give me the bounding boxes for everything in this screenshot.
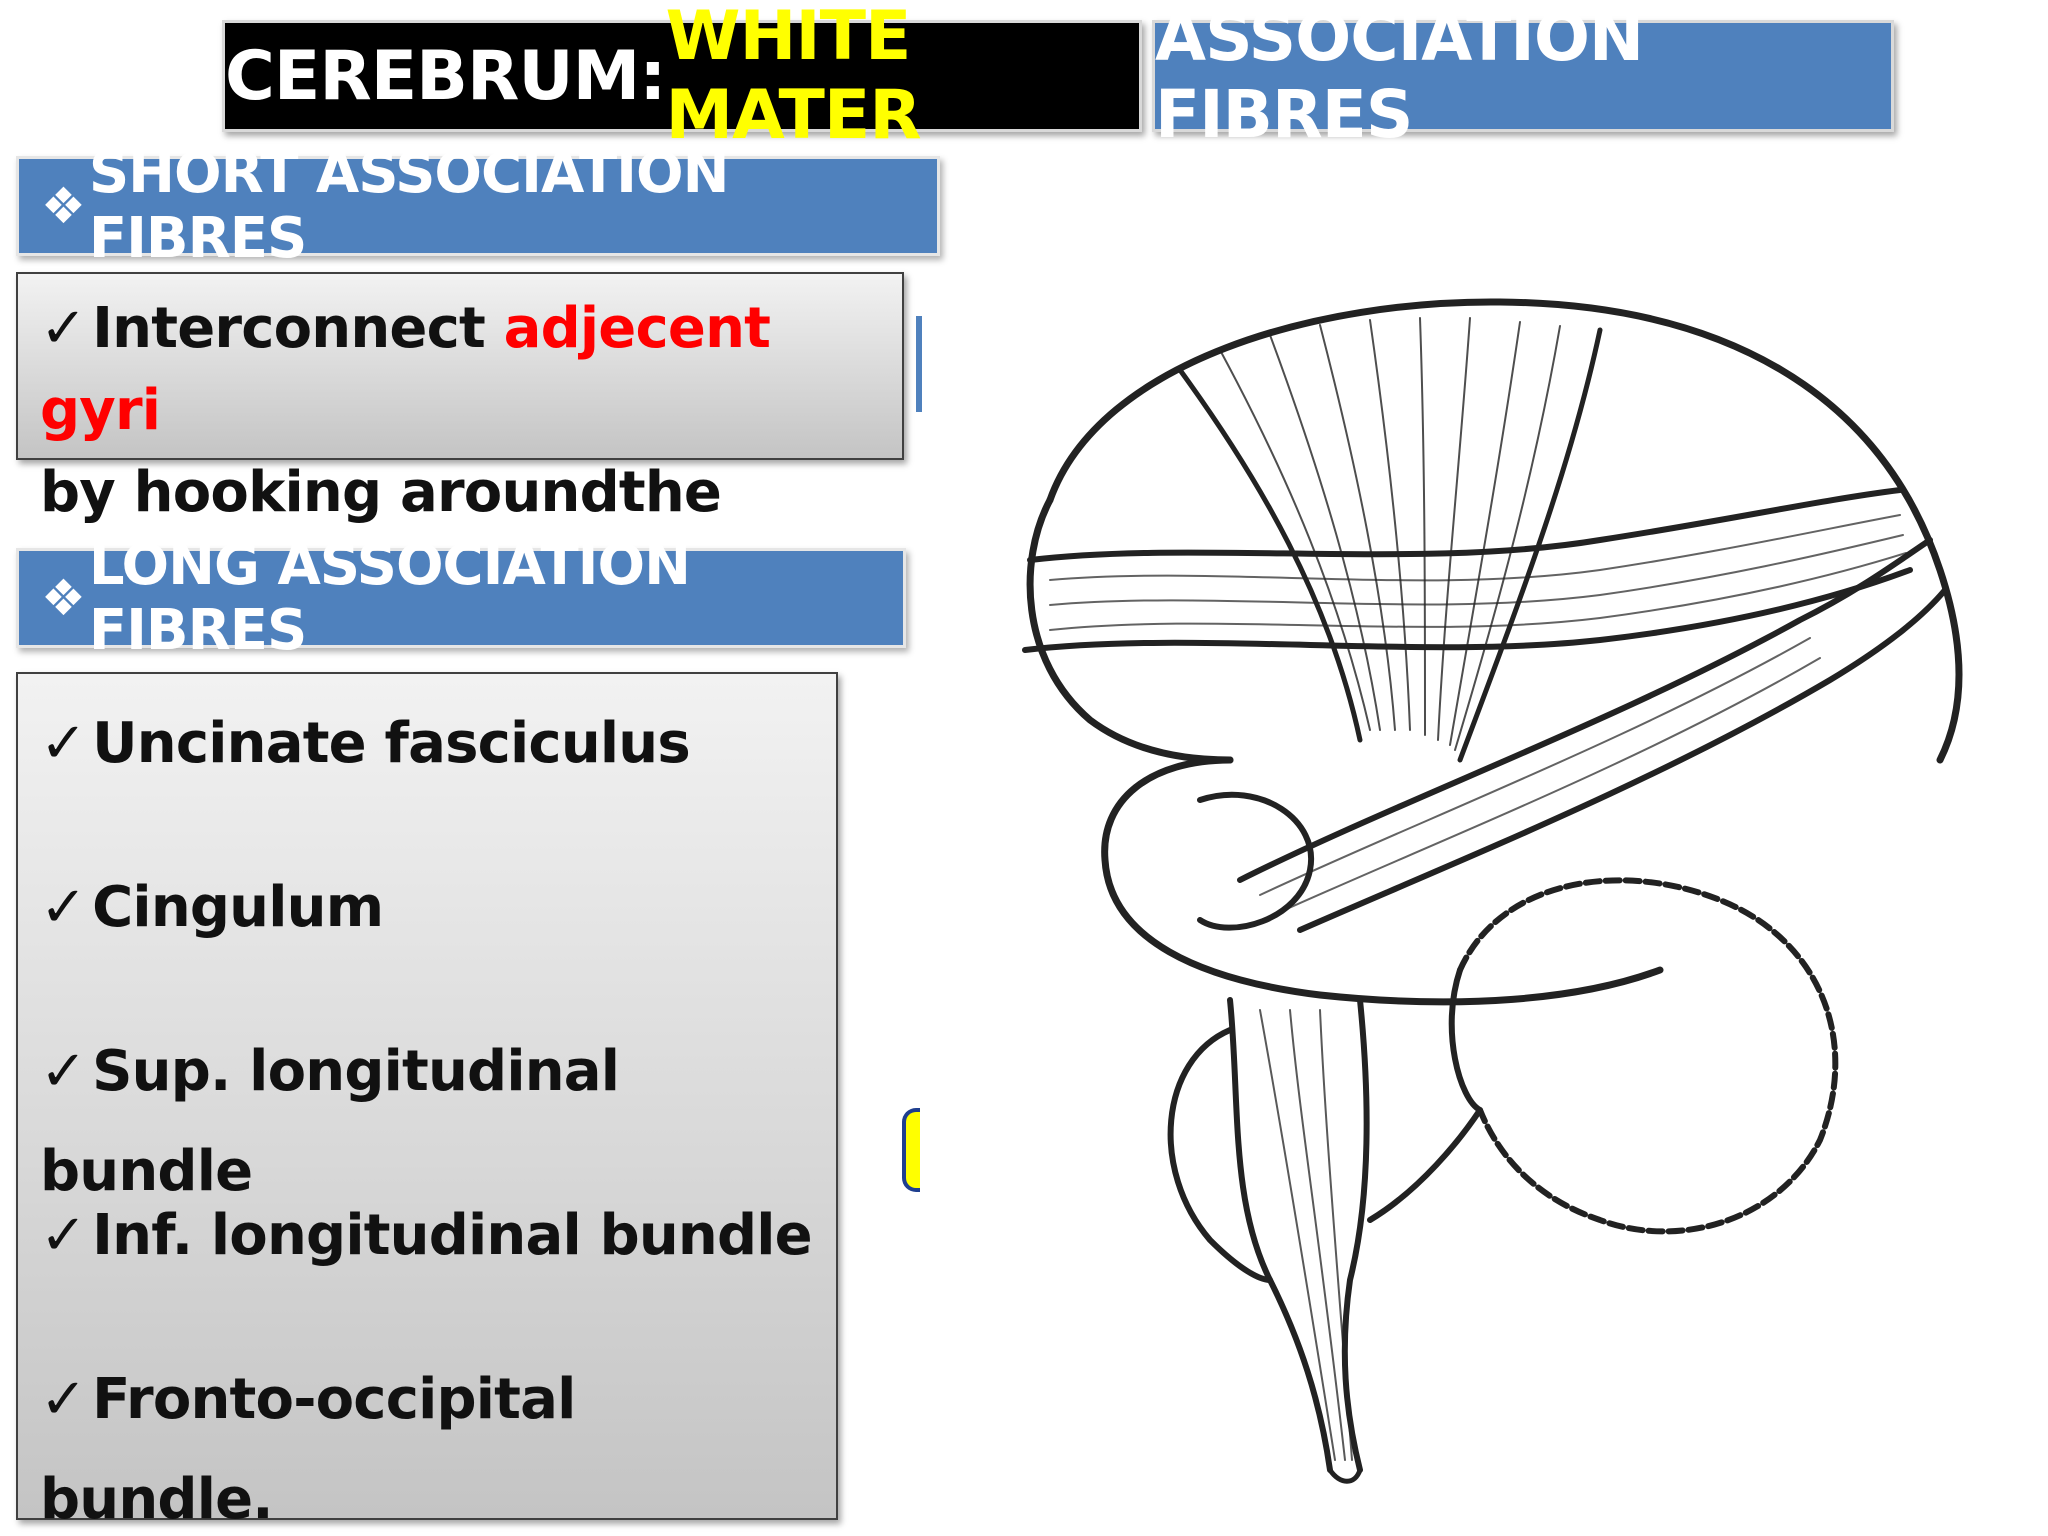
list-item: ✓Fronto-occipital bundle.: [40, 1350, 826, 1532]
title-white-mater: WHITE MATER: [665, 0, 921, 155]
hemisphere-lower-outline: [1026, 496, 1234, 764]
long-association-box: ✓Uncinate fasciculus ✓Cingulum ✓Sup. lon…: [16, 672, 838, 1532]
inferior-band-striations: [1259, 637, 1821, 913]
uncinate-curl: [1197, 791, 1315, 931]
band-striations: [1049, 514, 1907, 631]
long-association-heading: ❖ LONG ASSOCIATION FIBRES: [16, 533, 906, 663]
list-item-text: Inf. longitudinal bundle: [92, 1203, 813, 1268]
brain-association-fibres-illustration: [1022, 298, 1963, 1484]
inferior-band-top: [1237, 537, 1933, 883]
decorative-line: [916, 316, 922, 412]
inferior-band-bottom: [1297, 587, 1948, 933]
list-item-text: Sup. longitudinal bundle: [40, 1039, 620, 1204]
longitudinal-band-bottom: [1022, 567, 1913, 653]
fan-left-edge: [1177, 367, 1363, 743]
list-item-text: Cingulum: [92, 875, 384, 940]
check-icon: ✓: [40, 1039, 87, 1104]
check-icon: ✓: [40, 711, 87, 776]
check-icon: ✓: [40, 296, 87, 361]
longitudinal-band-top: [1027, 487, 1903, 563]
decorative-tab: [902, 1108, 920, 1192]
check-icon: ✓: [40, 875, 87, 940]
list-item: ✓Inf. longitudinal bundle: [40, 1186, 826, 1350]
list-item-text: Uncinate fasciculus: [92, 711, 691, 776]
fan-striations: [1219, 317, 1561, 751]
cerebellum-outline: [1457, 877, 1839, 1235]
short-description-line1: ✓Interconnect adjecent gyri: [40, 288, 886, 452]
title-main: CEREBRUM:WHITE MATER: [222, 0, 1142, 155]
title-cerebrum: CEREBRUM:: [225, 36, 666, 116]
diamond-bullet-icon: ❖: [41, 177, 86, 235]
hemisphere-outline: [1046, 298, 1963, 764]
check-icon: ✓: [40, 1203, 87, 1268]
short-text-before: Interconnect: [92, 296, 504, 361]
temporal-lobe-outline: [1101, 756, 1664, 1006]
long-heading-text: LONG ASSOCIATION FIBRES: [88, 533, 691, 663]
fan-right-edge: [1457, 327, 1603, 763]
pons-outline: [1167, 1027, 1273, 1283]
cerebellum-stalk: [1367, 967, 1483, 1223]
list-item: ✓Cingulum: [40, 858, 826, 1022]
check-icon: ✓: [40, 1367, 87, 1432]
title-association-fibres: ASSOCIATION FIBRES: [1152, 0, 1894, 153]
brainstem-base: [1327, 1467, 1363, 1484]
list-item-text: Fronto-occipital bundle.: [40, 1367, 576, 1532]
short-association-box: ✓Interconnect adjecent gyri by hooking a…: [16, 272, 904, 607]
short-heading-text: SHORT ASSOCIATION FIBRES: [88, 141, 730, 271]
short-text-highlight: adjecent gyri: [40, 296, 771, 443]
diamond-bullet-icon: ❖: [41, 569, 86, 627]
list-item: ✓Sup. longitudinal bundle: [40, 1022, 826, 1204]
short-association-heading: ❖ SHORT ASSOCIATION FIBRES: [16, 141, 940, 271]
list-item: ✓Uncinate fasciculus: [40, 694, 826, 858]
brainstem-left: [1227, 997, 1333, 1473]
brainstem-striations: [1259, 1009, 1353, 1461]
